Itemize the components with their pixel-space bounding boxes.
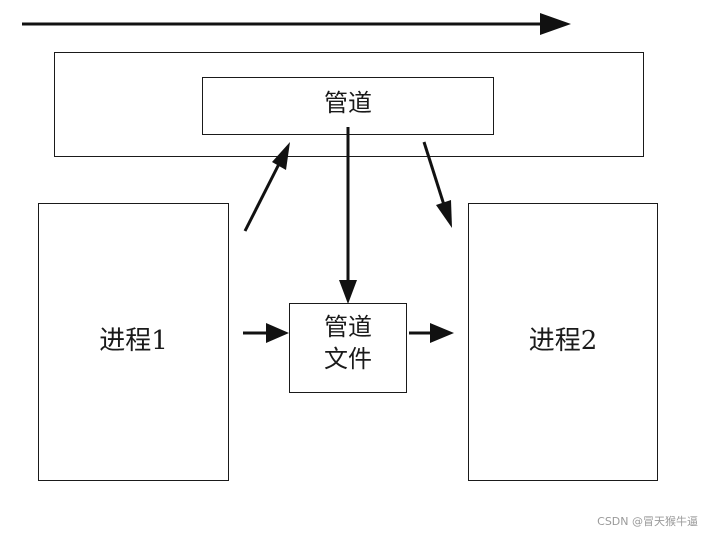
top-direction-arrow bbox=[22, 13, 571, 35]
process-2-box bbox=[468, 203, 658, 481]
pipe-file-label-line2: 文件 bbox=[324, 345, 372, 373]
process-1-box bbox=[38, 203, 229, 481]
watermark-text: CSDN @冒天猴牛逼 bbox=[597, 515, 698, 528]
pipe-label: 管道 bbox=[324, 89, 372, 117]
process-2-label: 进程2 bbox=[528, 326, 598, 356]
arrow-pipe-file-to-process2 bbox=[409, 323, 454, 343]
pipe-box bbox=[202, 77, 494, 135]
arrow-process1-to-pipe-file bbox=[243, 323, 289, 343]
process-1-label: 进程1 bbox=[99, 326, 168, 356]
pipe-file-box bbox=[289, 303, 407, 393]
pipe-file-label-line1: 管道 bbox=[324, 313, 372, 341]
